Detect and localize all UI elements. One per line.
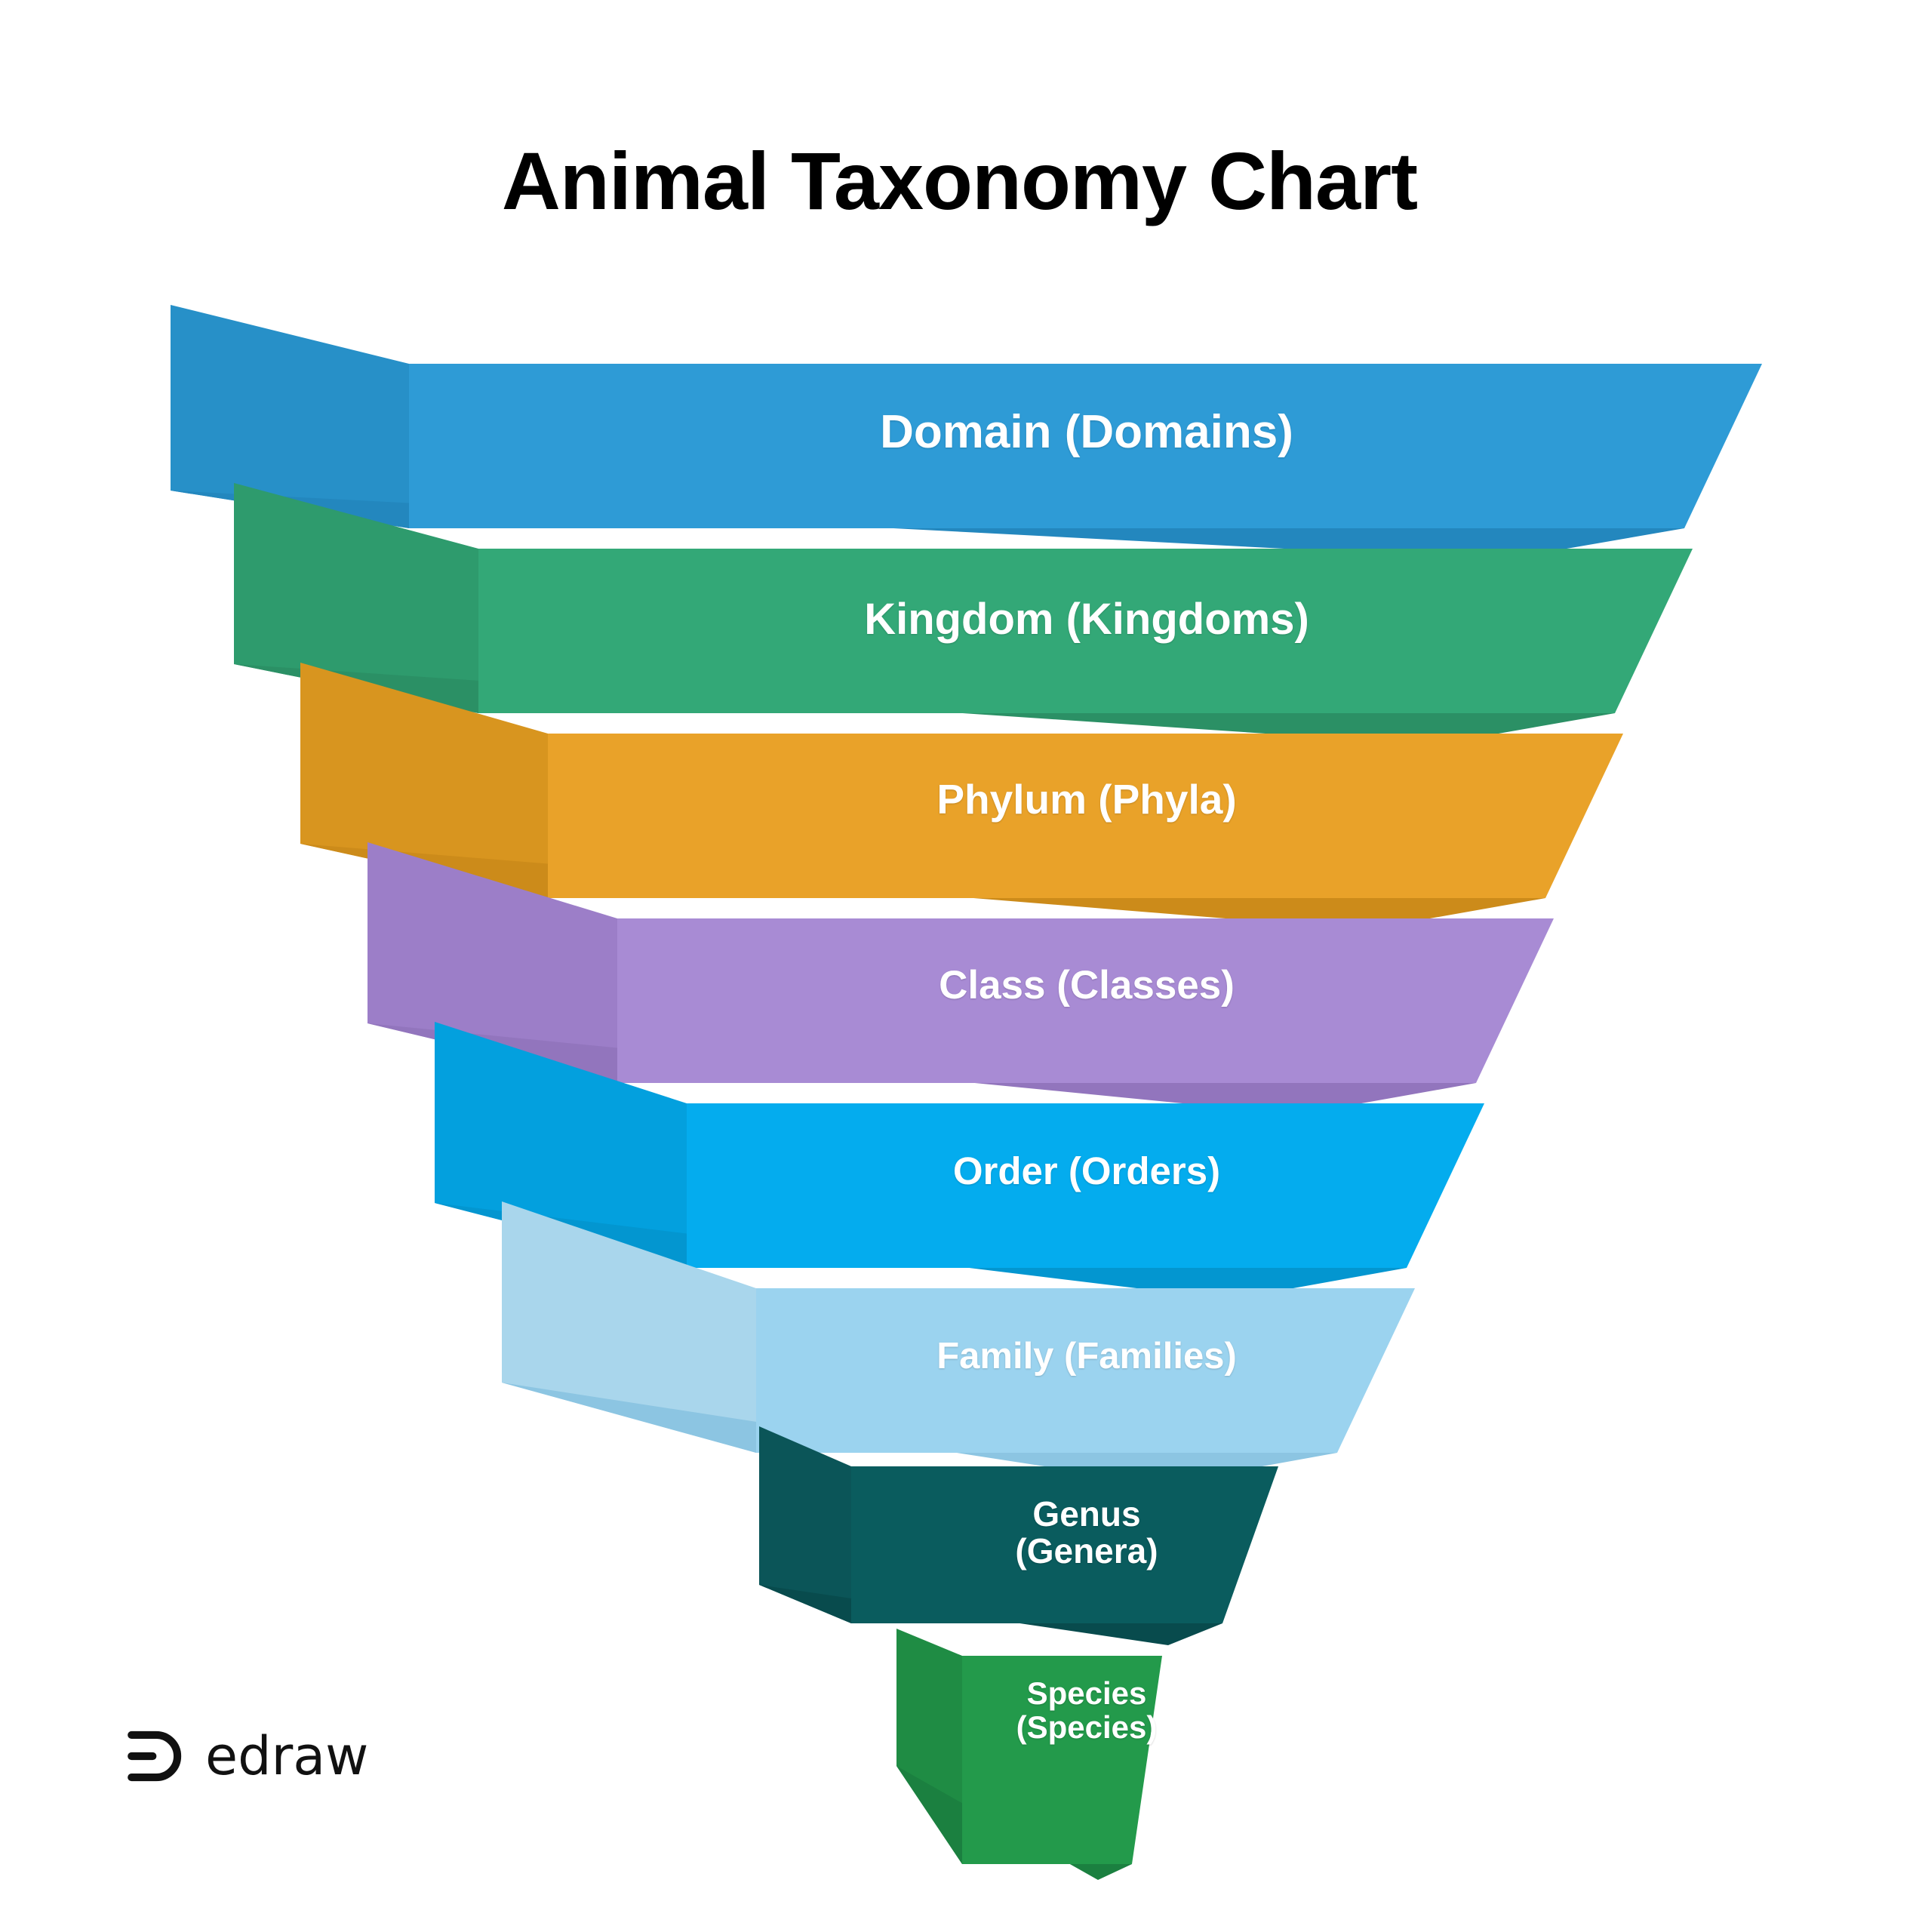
funnel-band-phylum[interactable] — [300, 663, 1623, 930]
band-front-face-class — [617, 918, 1554, 1083]
band-bottom-face-order — [435, 1203, 1407, 1300]
band-side-face-class — [368, 842, 617, 1083]
band-bottom-face-species — [896, 1766, 1132, 1880]
funnel-band-class[interactable] — [368, 842, 1554, 1115]
band-side-face-kingdom — [234, 483, 478, 713]
band-bottom-face-class — [368, 1023, 1476, 1115]
band-bottom-face-genus — [759, 1585, 1222, 1645]
band-bottom-face-phylum — [300, 844, 1545, 930]
band-front-face-domain — [409, 364, 1762, 528]
funnel-band-kingdom[interactable] — [234, 483, 1693, 745]
band-side-face-genus — [759, 1426, 851, 1623]
band-side-face-order — [435, 1022, 687, 1268]
band-bottom-face-family — [502, 1383, 1337, 1484]
band-side-face-phylum — [300, 663, 548, 898]
funnel-band-species[interactable] — [896, 1629, 1162, 1880]
band-front-face-order — [687, 1103, 1484, 1268]
band-front-face-family — [756, 1288, 1415, 1453]
band-front-face-phylum — [548, 734, 1623, 898]
funnel-band-family[interactable] — [502, 1201, 1415, 1484]
funnel-band-genus[interactable] — [759, 1426, 1278, 1645]
band-front-face-kingdom — [478, 549, 1693, 713]
funnel-band-domain[interactable] — [171, 305, 1762, 560]
edraw-logo-icon — [128, 1730, 182, 1782]
band-front-face-genus — [851, 1466, 1278, 1623]
band-bottom-face-domain — [171, 491, 1684, 560]
edraw-logo: edraw — [127, 1727, 368, 1786]
funnel-band-order[interactable] — [435, 1022, 1484, 1300]
page-title: Animal Taxonomy Chart — [501, 135, 1418, 226]
edraw-logo-text: edraw — [205, 1725, 369, 1787]
band-bottom-face-kingdom — [234, 664, 1615, 745]
band-side-face-family — [502, 1201, 756, 1453]
band-side-face-domain — [171, 305, 409, 528]
band-front-face-species — [962, 1656, 1162, 1864]
